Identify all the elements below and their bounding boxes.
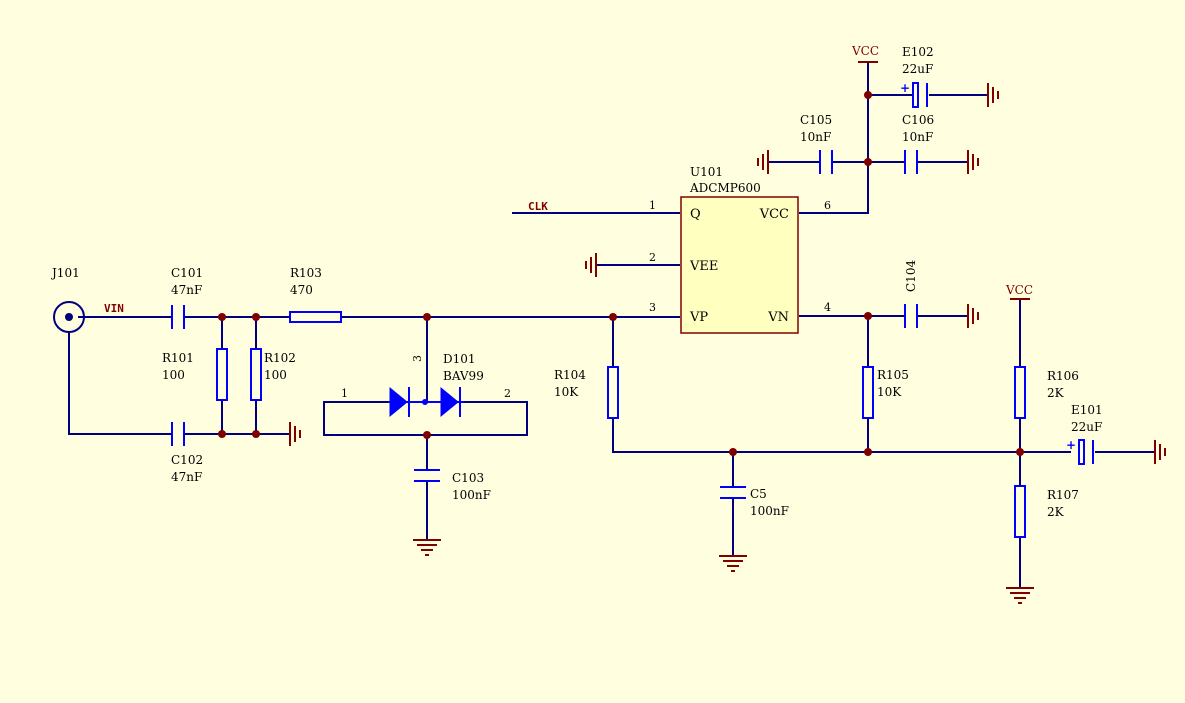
r105-value: 10K: [877, 385, 902, 399]
r103-ref: R103: [290, 266, 322, 280]
c104-ref: C104: [904, 260, 918, 292]
vcc-right-label: VCC: [1005, 283, 1033, 297]
vcc-top-label: VCC: [851, 44, 879, 58]
j101-ref: J101: [50, 266, 80, 280]
capacitor-c5: C5 100nF: [720, 486, 789, 518]
e102-value: 22uF: [902, 62, 933, 76]
c106-ref: C106: [902, 113, 934, 127]
u101-pin-num-3: 3: [649, 301, 656, 314]
ground-icon: [289, 422, 301, 446]
d101-ref: D101: [443, 352, 476, 366]
r102-value: 100: [264, 368, 287, 382]
e101-ref: E101: [1071, 403, 1103, 417]
c105-value: 10nF: [800, 130, 831, 144]
electrolytic-e101: + E101 22uF: [1066, 403, 1103, 465]
junctions: [218, 91, 1024, 456]
d101-pin-3: 3: [411, 355, 424, 362]
ground-icon: [967, 150, 979, 174]
u101-pin-name-vn: VN: [767, 310, 789, 325]
ic-u101: U101 ADCMP600 Q VEE VP VN VCC 1 2 3 4 6: [649, 165, 831, 334]
c106-value: 10nF: [902, 130, 933, 144]
capacitor-c106: C106 10nF: [902, 113, 934, 174]
resistor-r103: R103 470: [289, 266, 342, 323]
capacitor-c102: C102 47nF: [171, 422, 203, 484]
capacitor-c103: C103 100nF: [414, 469, 491, 502]
r106-ref: R106: [1047, 369, 1079, 383]
u101-pin-num-4: 4: [824, 301, 831, 314]
wires: [68, 62, 1155, 588]
c103-ref: C103: [452, 471, 484, 485]
r104-ref: R104: [554, 368, 586, 382]
connector-j101: J101: [50, 266, 85, 333]
wire-bias-bus: [612, 418, 1071, 453]
d101-pin-1: 1: [341, 387, 348, 400]
ground-icon: [719, 555, 747, 572]
u101-pin-num-1: 1: [649, 199, 656, 212]
d101-value: BAV99: [443, 369, 484, 383]
ground-icon: [413, 539, 441, 556]
c102-value: 47nF: [171, 470, 202, 484]
r105-ref: R105: [877, 368, 909, 382]
wire-vcc-pin6: [799, 62, 869, 214]
resistor-r104: R104 10K: [554, 366, 619, 419]
u101-pin-name-vee: VEE: [689, 259, 718, 274]
power-port-vcc-top: VCC: [851, 44, 879, 63]
c103-value: 100nF: [452, 488, 491, 502]
resistor-r105: R105 10K: [862, 366, 909, 419]
u101-pin-name-vp: VP: [689, 310, 708, 325]
net-label-clk: CLK: [528, 200, 548, 213]
resistor-r106: R106 2K: [1014, 366, 1079, 419]
c5-ref: C5: [750, 487, 767, 501]
u101-pin-num-2: 2: [649, 251, 656, 264]
r104-value: 10K: [554, 385, 579, 399]
d101-pin-2: 2: [504, 387, 511, 400]
wire-d101-loop: [323, 401, 528, 436]
r103-value: 470: [290, 283, 313, 297]
ground-icon: [987, 83, 999, 107]
diode-d101: D101 BAV99 1 2 3: [341, 352, 511, 418]
e101-value: 22uF: [1071, 420, 1102, 434]
ground-icon: [585, 253, 597, 277]
r107-ref: R107: [1047, 488, 1079, 502]
c105-ref: C105: [800, 113, 832, 127]
r101-ref: R101: [162, 351, 194, 365]
resistor-r102: R102 100: [250, 348, 296, 401]
u101-ref: U101: [690, 165, 723, 179]
e102-ref: E102: [902, 45, 934, 59]
capacitor-c105: C105 10nF: [800, 113, 833, 174]
r106-value: 2K: [1047, 386, 1065, 400]
c5-value: 100nF: [750, 504, 789, 518]
ground-icon: [757, 150, 769, 174]
u101-pin-name-q: Q: [690, 207, 701, 222]
resistor-r107: R107 2K: [1014, 485, 1079, 538]
r107-value: 2K: [1047, 505, 1065, 519]
wire-j101-shield: [68, 332, 172, 435]
u101-pin-num-6: 6: [824, 199, 831, 212]
electrolytic-e102: + E102 22uF: [900, 45, 934, 108]
u101-value: ADCMP600: [689, 181, 761, 195]
power-port-vcc-right: VCC: [1005, 283, 1033, 300]
e102-polarity: +: [900, 81, 910, 95]
c101-value: 47nF: [171, 283, 202, 297]
r101-value: 100: [162, 368, 185, 382]
capacitor-c104: C104: [904, 260, 918, 328]
ground-icon: [1154, 440, 1166, 464]
c102-ref: C102: [171, 453, 203, 467]
net-label-vin: VIN: [104, 302, 124, 315]
r102-ref: R102: [264, 351, 296, 365]
u101-pin-name-vcc: VCC: [759, 207, 789, 222]
ground-icon: [967, 304, 979, 328]
resistor-r101: R101 100: [162, 348, 228, 401]
capacitor-c101: C101 47nF: [171, 266, 203, 329]
c101-ref: C101: [171, 266, 203, 280]
ground-icon: [1006, 587, 1034, 604]
e101-polarity: +: [1066, 438, 1076, 452]
